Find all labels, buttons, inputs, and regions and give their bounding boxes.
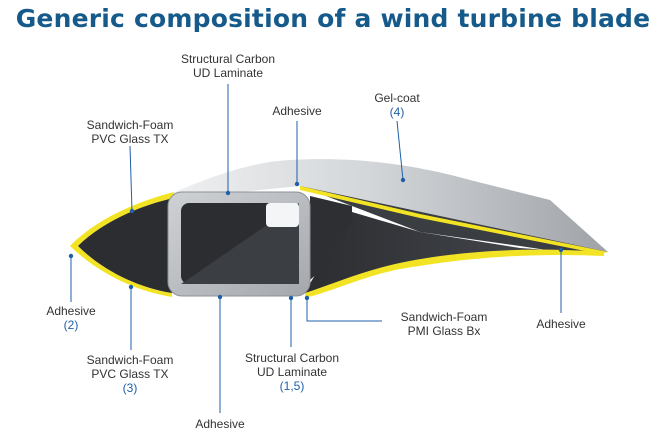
leader-foam-right	[306, 298, 382, 322]
leader-gelcoat	[396, 120, 404, 181]
label-spar-bottom: Structural Carbon UD Laminate (1,5)	[244, 351, 340, 393]
label-spar-top: Structural Carbon UD Laminate	[180, 52, 276, 80]
shear-web-inner	[310, 196, 352, 280]
adhesive-leading-edge	[70, 192, 174, 297]
adhesive-bottom-right	[305, 249, 604, 298]
leader-foam-left-top	[129, 145, 133, 212]
adhesive-top-right	[300, 186, 608, 254]
trailing-bottom-face	[305, 212, 604, 296]
foam-leading-edge	[78, 198, 174, 293]
label-adhesive-bottom: Adhesive	[195, 417, 245, 431]
label-adhesive-right: Adhesive	[536, 317, 586, 331]
trailing-top-face	[300, 186, 608, 252]
page-title: Generic composition of a wind turbine bl…	[15, 4, 651, 33]
leader-lines	[70, 84, 562, 413]
gelcoat-top-skin	[135, 159, 608, 252]
spar-box-window	[266, 203, 299, 227]
label-foam-left-top: Sandwich-Foam PVC Glass TX	[86, 118, 174, 146]
label-foam-left-bottom: Sandwich-Foam PVC Glass TX (3)	[86, 353, 174, 395]
leader-dots	[68, 177, 564, 301]
label-gelcoat: Gel-coat (4)	[374, 91, 420, 119]
label-adhesive-top: Adhesive	[272, 104, 322, 118]
label-adhesive-left: Adhesive (2)	[46, 304, 96, 332]
label-foam-right: Sandwich-Foam PMI Glass Bx	[400, 310, 488, 338]
